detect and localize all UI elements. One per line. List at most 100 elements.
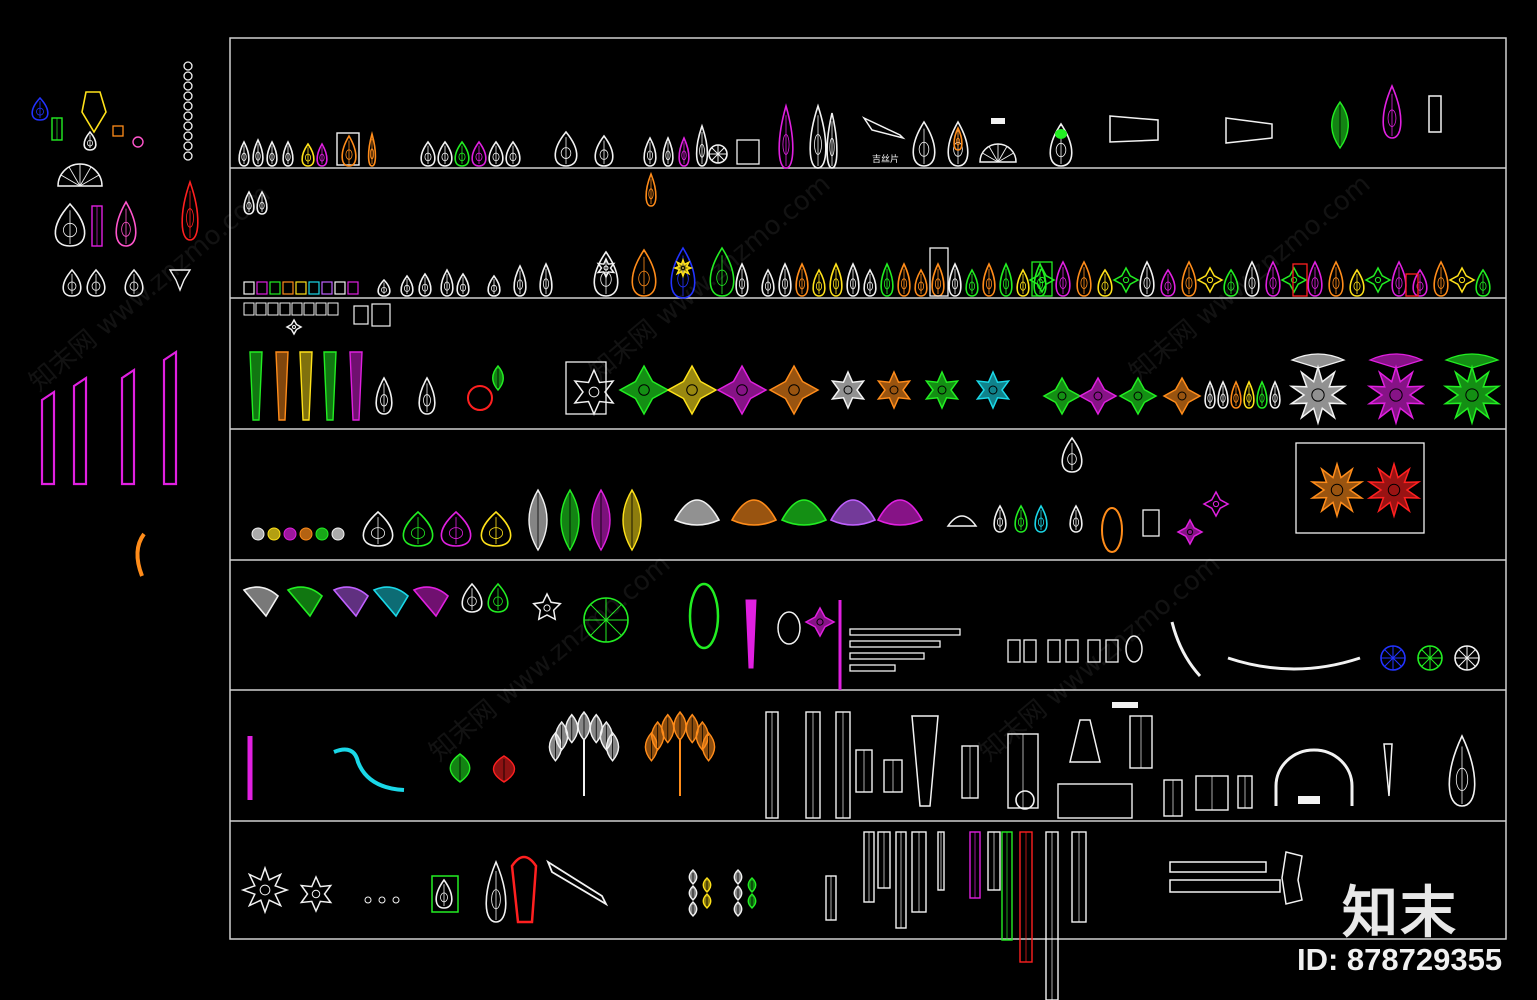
frame-border <box>229 37 1507 940</box>
star-outline <box>666 364 718 416</box>
drop-outline <box>454 140 470 167</box>
drop-facet <box>648 188 654 200</box>
drop-facet <box>665 150 671 161</box>
sprig-leaf <box>733 885 743 901</box>
left-magenta-prism <box>40 389 56 486</box>
drop-facet <box>917 281 925 291</box>
star-center <box>1389 388 1403 402</box>
watermark-id: ID: 878729355 <box>1297 942 1503 977</box>
star-outline <box>1202 490 1230 518</box>
drop-outline <box>375 376 393 415</box>
row3-star-canopy <box>1368 353 1424 369</box>
fan-outline <box>979 143 1017 163</box>
row2-tiny-gem <box>243 281 255 295</box>
rosette-spoke <box>1384 657 1394 667</box>
cluster-leaf <box>565 713 579 744</box>
drop-ornament <box>1160 268 1176 297</box>
drop-outline <box>554 130 578 167</box>
drop-ornament <box>461 582 483 613</box>
drop-ornament <box>440 268 454 297</box>
row4-fleur <box>876 499 924 526</box>
drop-ornament <box>54 202 86 247</box>
drop-outline <box>993 504 1007 533</box>
star-outline <box>1176 518 1204 546</box>
drop-facet <box>509 152 517 162</box>
row3-star-canopy <box>1444 353 1500 369</box>
rosette-spoke <box>1429 649 1439 659</box>
fan-rib <box>988 146 999 163</box>
row7-bead <box>392 896 400 904</box>
star-center <box>680 265 686 271</box>
drop-outline <box>1244 260 1260 297</box>
drop-outline <box>809 103 827 169</box>
drop-facet <box>866 281 874 291</box>
star-center <box>311 889 321 899</box>
star-outline <box>1309 461 1365 519</box>
left-pendant <box>168 269 192 292</box>
drop-facet <box>681 150 687 161</box>
drop-facet <box>121 221 131 237</box>
star-center <box>603 265 609 271</box>
drop-outline <box>1475 268 1491 297</box>
left-magenta-prism <box>120 367 136 486</box>
drop-facet <box>1479 281 1487 291</box>
row4-bead <box>283 527 297 541</box>
row2-green-frame <box>1031 261 1053 297</box>
drop-outline <box>761 268 775 297</box>
drop-outline <box>62 268 82 297</box>
drop-ornament <box>1061 436 1083 473</box>
rosette-spoke <box>1392 649 1402 659</box>
drop-facet <box>1311 277 1319 289</box>
row7-leaf-sprig <box>688 869 712 917</box>
drop-facet <box>951 278 959 290</box>
drop-outline <box>645 171 657 207</box>
drop-facet <box>380 286 388 293</box>
star-center <box>291 324 297 330</box>
row7-hanging-prism <box>877 831 891 889</box>
drop-facet <box>814 134 822 155</box>
drop-ornament <box>953 126 963 151</box>
row7-blade <box>546 859 609 907</box>
drop-outline <box>440 510 472 547</box>
drop-facet <box>458 152 466 162</box>
drop-outline <box>418 272 432 297</box>
drop-outline <box>826 112 838 169</box>
drop-ornament <box>993 504 1007 533</box>
drop-facet <box>259 201 265 210</box>
drop-outline <box>948 262 962 297</box>
rosette-spoke <box>717 147 725 155</box>
drop-outline <box>678 136 690 167</box>
drop-outline <box>316 142 328 167</box>
drop-outline <box>252 138 264 167</box>
star-center <box>1330 483 1344 497</box>
fan-rib <box>997 152 1014 163</box>
drop-facet <box>1233 393 1239 403</box>
drop-outline <box>1307 260 1323 297</box>
rosette-spoke <box>1466 657 1476 667</box>
row3-small-flower <box>1162 376 1202 416</box>
star-center <box>259 884 271 896</box>
row2-diamond <box>1196 266 1224 294</box>
left-bead-chain <box>183 151 193 161</box>
drop-ornament <box>456 272 470 297</box>
star-outline <box>1448 266 1476 294</box>
row6-tall-prism <box>835 711 851 819</box>
drop-ornament <box>554 130 578 167</box>
drop-outline <box>487 274 501 297</box>
drop-ornament <box>539 262 553 297</box>
row5-lily <box>372 586 410 618</box>
drop-facet <box>560 147 572 159</box>
row2-tall-frame <box>929 247 949 297</box>
drop-outline <box>670 246 696 299</box>
star-center <box>988 385 998 395</box>
row6-tall-prism <box>765 711 779 819</box>
drop-outline <box>880 262 894 297</box>
drop-facet <box>1059 277 1067 289</box>
rosette-spoke <box>711 153 719 161</box>
left-bead-chain <box>183 101 193 111</box>
star-outline <box>532 592 562 621</box>
drop-outline <box>662 136 674 167</box>
star-center <box>1387 483 1401 497</box>
drop-ornament <box>341 134 357 167</box>
drop-outline <box>86 268 106 297</box>
